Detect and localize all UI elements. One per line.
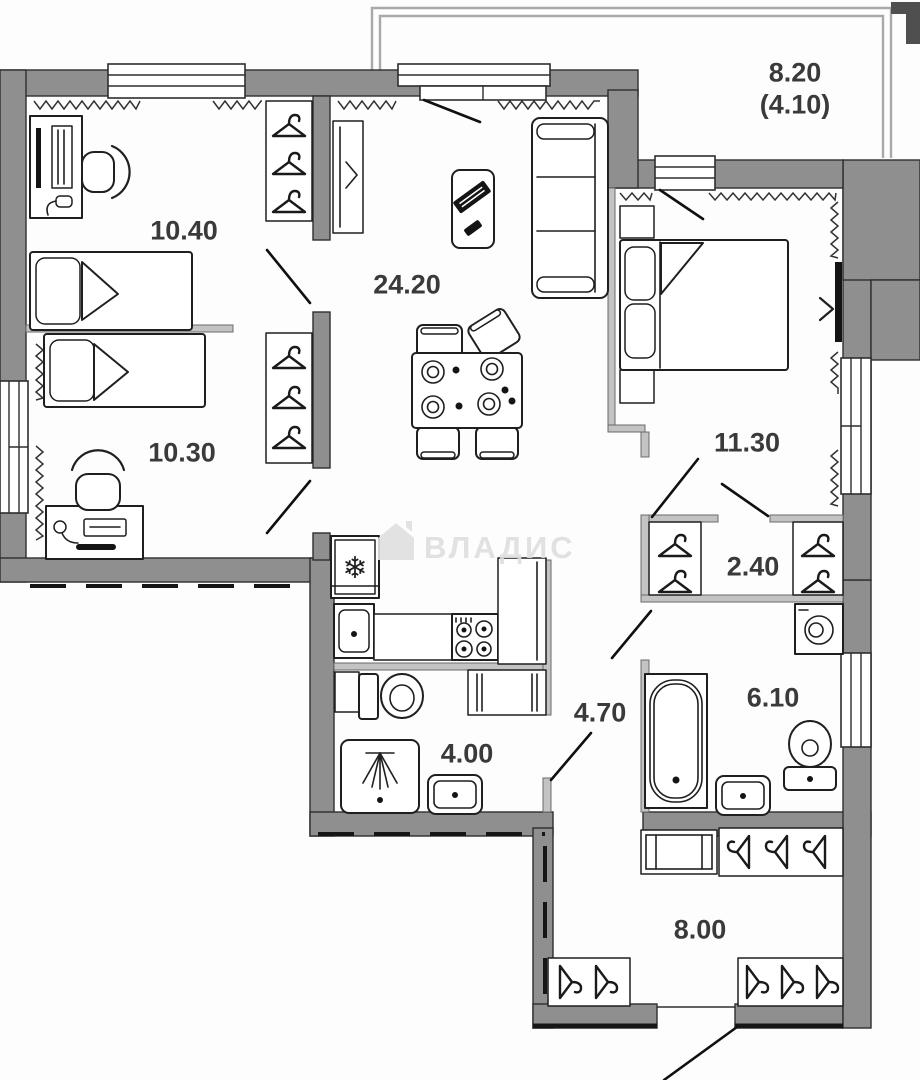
watermark-house-icon <box>378 521 414 560</box>
desk-bedroom-2 <box>45 505 144 560</box>
sink-bathroom <box>715 775 771 816</box>
window-bedroom-2 <box>0 380 29 514</box>
nightstand <box>619 369 655 404</box>
bed-bedroom-1 <box>29 251 193 331</box>
office-chair-bedroom-1 <box>81 144 131 200</box>
window-bedroom-3-balcony-door <box>654 155 716 191</box>
corridor-furniture <box>547 827 844 1007</box>
double-bed <box>619 239 789 371</box>
tall-cabinet <box>497 557 547 665</box>
balcony-outline <box>370 2 920 158</box>
wardrobe-living <box>332 120 364 234</box>
room-label-living-kitchen: 24.20 <box>373 269 441 299</box>
stove <box>451 613 499 661</box>
office-chair-bedroom-2 <box>70 449 126 511</box>
snowflake-icon: ❄ <box>342 551 367 586</box>
door-bedroom-3 <box>650 457 700 519</box>
door-bedroom-2 <box>265 479 312 535</box>
door-bedroom-3-balcony <box>658 188 705 221</box>
bathtub <box>644 673 708 809</box>
corner-column <box>906 2 920 44</box>
window-bedroom-1 <box>107 63 246 99</box>
tv-stand <box>451 169 495 249</box>
entry-door <box>662 1025 739 1080</box>
shoe-cabinet <box>640 829 718 875</box>
watermark: ВЛАДИС <box>378 521 576 565</box>
doors <box>265 98 770 1080</box>
windows <box>0 63 872 748</box>
balcony-area-label: 8.20 <box>769 57 822 87</box>
washing-machine <box>794 603 844 655</box>
door-bathroom <box>610 609 653 660</box>
room-label-bedroom-1: 10.40 <box>150 215 218 245</box>
closet-bottom-right <box>737 957 844 1007</box>
sofa <box>531 117 609 299</box>
shower-room-fixtures <box>334 669 547 815</box>
door-living-balcony <box>422 98 482 124</box>
room-label-corridor: 8.00 <box>674 914 727 944</box>
radiator-hatching <box>33 99 840 541</box>
window-bedroom-3 <box>840 357 872 495</box>
kitchen-counter <box>333 557 547 665</box>
bench-cabinet <box>467 669 547 716</box>
room-label-shower-room: 4.00 <box>441 738 494 768</box>
closet-bottom-left <box>547 957 631 1007</box>
wardrobe-bedroom-1 <box>265 100 313 222</box>
door-shower-room <box>549 731 593 782</box>
refrigerator: ❄ <box>330 535 380 599</box>
sink-shower-room <box>427 774 483 815</box>
bedroom-3-furniture <box>619 205 842 404</box>
toilet-shower-room <box>358 673 424 720</box>
door-bedroom-1 <box>265 248 312 305</box>
shower <box>340 739 420 814</box>
window-living-balcony-door <box>397 63 551 101</box>
wardrobe-bedroom-2 <box>265 332 313 464</box>
room-label-bedroom-2: 10.30 <box>148 437 216 467</box>
room-label-bathroom: 6.10 <box>747 682 800 712</box>
room-label-wardrobe: 2.40 <box>727 551 780 581</box>
bed-bedroom-2 <box>43 333 206 408</box>
door-wardrobe <box>720 482 770 518</box>
watermark-text: ВЛАДИС <box>424 530 576 565</box>
wardrobe-room-hangers <box>648 521 844 596</box>
wall-tv <box>818 262 842 342</box>
cabinet <box>334 671 360 713</box>
room-labels: 10.40 24.20 10.30 11.30 2.40 6.10 4.00 4… <box>148 57 830 944</box>
balcony-reduced-area-label: (4.10) <box>760 89 831 119</box>
walls <box>0 69 920 1029</box>
window-bathroom <box>840 652 872 748</box>
bathroom-fixtures <box>644 603 844 816</box>
coat-rack-top <box>718 827 844 877</box>
toilet-bathroom <box>783 720 837 791</box>
room-label-hallway: 4.70 <box>574 697 627 727</box>
nightstand <box>619 205 655 239</box>
desk-bedroom-1 <box>29 115 83 219</box>
dining-table-set <box>411 308 523 460</box>
room-label-bedroom-3: 11.30 <box>714 427 780 457</box>
